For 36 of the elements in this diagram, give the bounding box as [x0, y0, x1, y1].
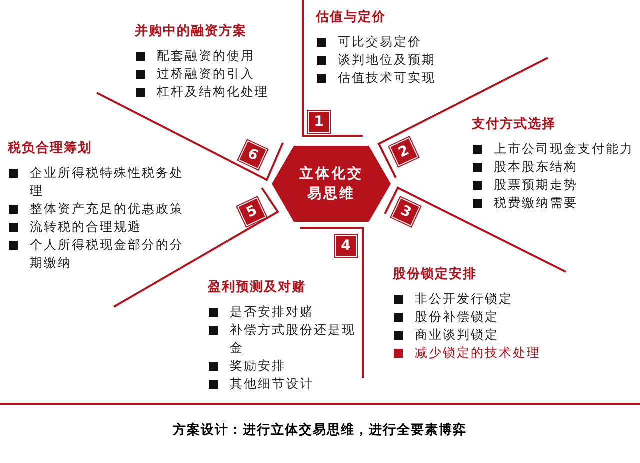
bullet-item: 股本股东结构	[472, 158, 638, 176]
caption: 方案设计：进行立体交易思维，进行全要素博弈	[172, 422, 468, 439]
number-badge: 3	[391, 197, 421, 227]
section-heading: 税负合理筹划	[8, 140, 92, 157]
bullet-item: 流转税的合理规避	[8, 218, 192, 236]
bullet-item: 商业谈判锁定	[393, 326, 573, 344]
bullet-item: 杠杆及结构化处理	[135, 83, 305, 101]
number-badge: 5	[237, 197, 267, 227]
bullet-item: 估值技术可实现	[316, 69, 476, 87]
bullet-item: 上市公司现金支付能力	[472, 140, 638, 158]
bullet-item: 过桥融资的引入	[135, 65, 305, 83]
bullet-item: 补偿方式股份还是现金	[208, 321, 356, 357]
bullet-item: 其他细节设计	[208, 375, 356, 393]
number-badge: 2	[389, 137, 419, 167]
section-heading: 股份锁定安排	[393, 266, 477, 283]
bullet-item: 非公开发行锁定	[393, 290, 573, 308]
bullet-item: 股份补偿锁定	[393, 308, 573, 326]
section-heading: 盈利预测及对赌	[208, 279, 306, 296]
bullet-item: 整体资产充足的优惠政策	[8, 200, 192, 218]
center-hexagon: 立体化交易思维	[272, 146, 391, 222]
bullet-item: 税费缴纳需要	[472, 194, 638, 212]
section-heading: 支付方式选择	[472, 116, 556, 133]
bullet-item: 配套融资的使用	[135, 47, 305, 65]
number-badge: 6	[238, 140, 268, 170]
bullet-item: 奖励安排	[208, 357, 356, 375]
bullet-item: 是否安排对赌	[208, 303, 356, 321]
bullet-item: 股票预期走势	[472, 176, 638, 194]
number-badge: 4	[335, 235, 357, 257]
section-heading: 并购中的融资方案	[135, 22, 247, 40]
section-heading: 估值与定价	[316, 8, 386, 26]
bullet-item: 谈判地位及预期	[316, 51, 476, 69]
bullet-item: 减少锁定的技术处理	[393, 344, 573, 362]
bullet-item: 个人所得税现金部分的分期缴纳	[8, 236, 192, 272]
bullet-item: 可比交易定价	[316, 33, 476, 51]
bullet-item: 企业所得税特殊性税务处理	[8, 164, 192, 200]
number-badge: 1	[308, 111, 330, 133]
